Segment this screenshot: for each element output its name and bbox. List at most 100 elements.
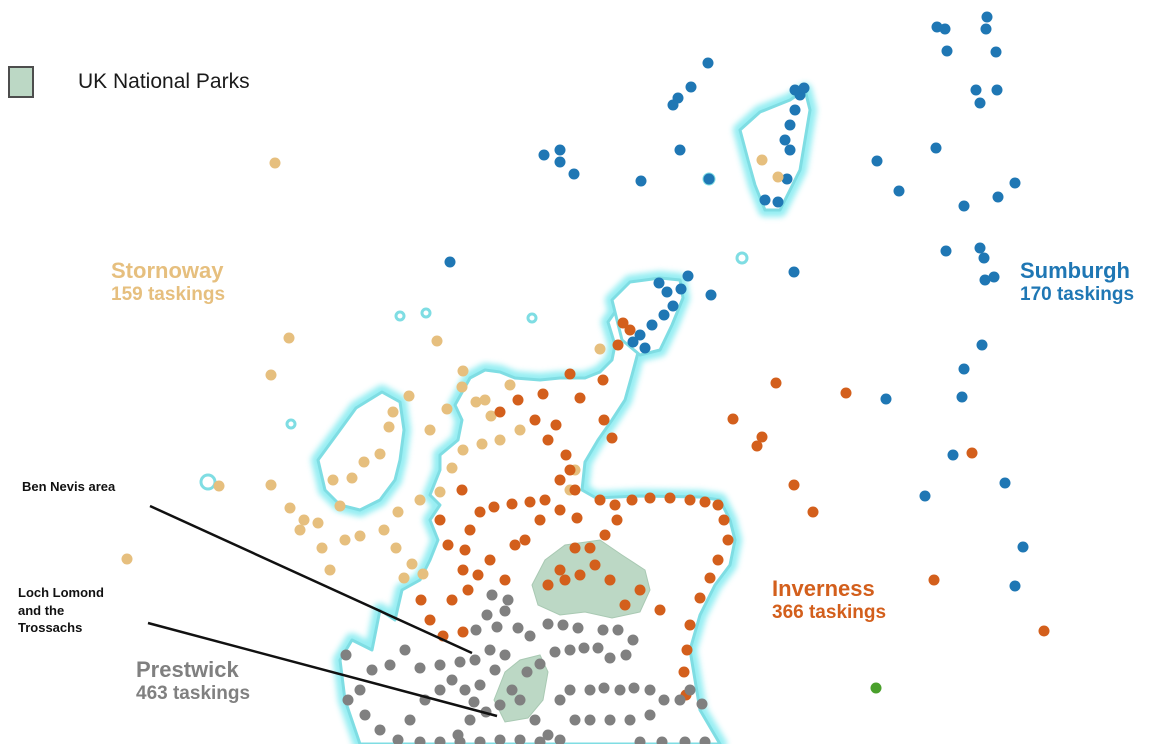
prestwick-tasking-point bbox=[359, 709, 371, 721]
base-name: Inverness bbox=[772, 576, 875, 601]
sumburgh-tasking-point bbox=[940, 245, 952, 257]
prestwick-tasking-point bbox=[598, 682, 610, 694]
stornoway-tasking-point bbox=[334, 500, 346, 512]
inverness-tasking-point bbox=[434, 514, 446, 526]
prestwick-tasking-point bbox=[627, 634, 639, 646]
prestwick-tasking-point bbox=[489, 664, 501, 676]
sumburgh-tasking-point bbox=[682, 270, 694, 282]
prestwick-tasking-point bbox=[658, 694, 670, 706]
prestwick-tasking-point bbox=[470, 624, 482, 636]
ben-nevis-callout: Ben Nevis area bbox=[22, 478, 115, 496]
prestwick-tasking-point bbox=[656, 736, 668, 744]
stornoway-tasking-point bbox=[772, 171, 784, 183]
inverness-tasking-point bbox=[807, 506, 819, 518]
sumburgh-tasking-point bbox=[893, 185, 905, 197]
inverness-tasking-point bbox=[598, 414, 610, 426]
sumburgh-tasking-point bbox=[658, 309, 670, 321]
prestwick-tasking-point bbox=[534, 658, 546, 670]
stornoway-tasking-point bbox=[265, 479, 277, 491]
stornoway-tasking-point bbox=[327, 474, 339, 486]
inverness-tasking-point bbox=[554, 564, 566, 576]
sumburgh-tasking-point bbox=[970, 84, 982, 96]
inverness-tasking-point bbox=[681, 644, 693, 656]
legend: UK National Parks bbox=[8, 66, 250, 98]
prestwick-tasking-point bbox=[644, 709, 656, 721]
inverness-tasking-point bbox=[564, 464, 576, 476]
prestwick-tasking-point bbox=[569, 714, 581, 726]
inverness-tasking-point bbox=[617, 317, 629, 329]
inverness-tasking-point bbox=[442, 539, 454, 551]
prestwick-tasking-point bbox=[459, 684, 471, 696]
sumburgh-tasking-point bbox=[444, 256, 456, 268]
stornoway-tasking-point bbox=[476, 438, 488, 450]
inverness-tasking-point bbox=[604, 574, 616, 586]
inverness-tasking-point bbox=[524, 496, 536, 508]
stornoway-tasking-point bbox=[424, 424, 436, 436]
stornoway-tasking-point bbox=[403, 390, 415, 402]
inverness-tasking-point bbox=[704, 572, 716, 584]
sumburgh-tasking-point bbox=[958, 200, 970, 212]
sumburgh-tasking-point bbox=[779, 134, 791, 146]
stornoway-tasking-point bbox=[213, 480, 225, 492]
stornoway-tasking-point bbox=[284, 502, 296, 514]
inverness-tasking-point bbox=[594, 494, 606, 506]
sumburgh-tasking-point bbox=[789, 84, 801, 96]
inverness-tasking-point bbox=[534, 514, 546, 526]
sumburgh-tasking-point bbox=[1017, 541, 1029, 553]
stornoway-tasking-point bbox=[446, 462, 458, 474]
prestwick-tasking-point bbox=[521, 666, 533, 678]
stornoway-tasking-point bbox=[316, 542, 328, 554]
prestwick-tasking-point bbox=[342, 694, 354, 706]
stornoway-tasking-point bbox=[294, 524, 306, 536]
sumburgh-tasking-point bbox=[991, 84, 1003, 96]
prestwick-tasking-point bbox=[612, 624, 624, 636]
stornoway-tasking-point bbox=[398, 572, 410, 584]
prestwick-tasking-point bbox=[524, 630, 536, 642]
sumburgh-tasking-point bbox=[781, 173, 793, 185]
inverness-tasking-point bbox=[554, 504, 566, 516]
sumburgh-label: Sumburgh 170 taskings bbox=[1020, 258, 1134, 307]
inverness-tasking-point bbox=[499, 574, 511, 586]
prestwick-tasking-point bbox=[620, 649, 632, 661]
prestwick-tasking-point bbox=[564, 684, 576, 696]
sumburgh-tasking-point bbox=[978, 252, 990, 264]
inverness-tasking-point bbox=[770, 377, 782, 389]
sumburgh-tasking-point bbox=[703, 173, 715, 185]
prestwick-tasking-point bbox=[468, 696, 480, 708]
sumburgh-tasking-point bbox=[919, 490, 931, 502]
prestwick-tasking-point bbox=[534, 736, 546, 744]
sumburgh-tasking-point bbox=[667, 300, 679, 312]
sumburgh-tasking-point bbox=[788, 266, 800, 278]
inverness-tasking-point bbox=[727, 413, 739, 425]
prestwick-tasking-point bbox=[506, 684, 518, 696]
inverness-tasking-point bbox=[612, 339, 624, 351]
inverness-tasking-point bbox=[464, 524, 476, 536]
loch-lomond-leader-line bbox=[147, 621, 498, 718]
inverness-tasking-point bbox=[550, 419, 562, 431]
inverness-tasking-point bbox=[722, 534, 734, 546]
prestwick-tasking-point bbox=[557, 619, 569, 631]
prestwick-tasking-point bbox=[502, 594, 514, 606]
callout-line: Trossachs bbox=[18, 620, 83, 636]
stornoway-tasking-point bbox=[417, 568, 429, 580]
stornoway-tasking-point bbox=[406, 558, 418, 570]
prestwick-tasking-point bbox=[494, 734, 506, 744]
base-count: 159 taskings bbox=[111, 284, 226, 306]
callout-line: and the bbox=[18, 602, 65, 618]
inverness-tasking-point bbox=[529, 414, 541, 426]
stornoway-tasking-point bbox=[374, 448, 386, 460]
base-name: Sumburgh bbox=[1020, 258, 1130, 283]
inverness-tasking-point bbox=[424, 614, 436, 626]
inverness-tasking-point bbox=[606, 432, 618, 444]
prestwick-tasking-point bbox=[404, 714, 416, 726]
stornoway-tasking-point bbox=[457, 444, 469, 456]
inverness-tasking-point bbox=[1038, 625, 1050, 637]
prestwick-tasking-point bbox=[481, 609, 493, 621]
stornoway-tasking-point bbox=[378, 524, 390, 536]
prestwick-tasking-point bbox=[542, 729, 554, 741]
inverness-tasking-point bbox=[626, 494, 638, 506]
sumburgh-tasking-point bbox=[990, 46, 1002, 58]
base-count: 170 taskings bbox=[1020, 284, 1135, 306]
prestwick-tasking-point bbox=[597, 624, 609, 636]
